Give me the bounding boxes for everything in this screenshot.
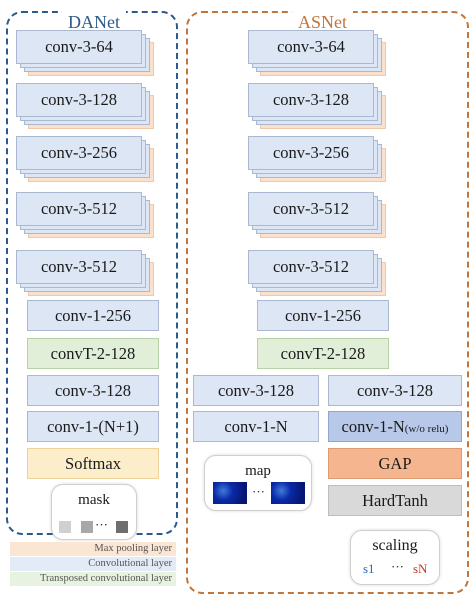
conv-layer-label: conv-3-64 (16, 30, 142, 64)
mask-square-1 (59, 521, 71, 533)
conv-1-n-label: conv-1-N (341, 417, 405, 436)
asnet-right-conv-3-128: conv-3-128 (328, 375, 462, 406)
danet-block-conv-3-64: conv-3-64 (16, 30, 154, 76)
danet-layer-softmax: Softmax (27, 448, 159, 479)
scaling-sN: sN (413, 561, 428, 576)
asnet-group: ASNet (186, 11, 469, 594)
conv-layer-label: conv-3-128 (248, 83, 374, 117)
map-thumbnail-n (271, 482, 305, 504)
asnet-block-conv-3-512-b: conv-3-512 (248, 250, 386, 296)
mask-title: mask (78, 492, 110, 508)
mask-square-2 (81, 521, 93, 533)
scaling-ellipsis: ··· (391, 559, 404, 574)
map-thumbnail-1 (213, 482, 247, 504)
map-title: map (245, 463, 271, 479)
mask-square-n (116, 521, 128, 533)
scaling-title: scaling (372, 537, 418, 554)
mask-ellipsis: ··· (95, 517, 108, 532)
legend-max-pooling: Max pooling layer (10, 542, 176, 556)
danet-layer-conv-3-128: conv-3-128 (27, 375, 159, 406)
asnet-left-conv-3-128: conv-3-128 (193, 375, 319, 406)
scaling-panel: scaling s1 ··· sN (350, 530, 440, 585)
asnet-block-conv-3-256: conv-3-256 (248, 136, 386, 182)
map-ellipsis: ··· (252, 484, 265, 499)
asnet-hardtanh: HardTanh (328, 485, 462, 516)
without-relu-label: (w/o relu) (404, 423, 449, 435)
mask-panel: mask ··· (51, 484, 137, 540)
asnet-left-conv-1-n: conv-1-N (193, 411, 319, 442)
scaling-s1: s1 (363, 561, 375, 576)
danet-block-conv-3-256: conv-3-256 (16, 136, 154, 182)
conv-layer-label: conv-3-512 (248, 250, 374, 284)
asnet-block-conv-3-128: conv-3-128 (248, 83, 386, 129)
conv-layer-label: conv-3-512 (16, 192, 142, 226)
asnet-block-conv-3-64: conv-3-64 (248, 30, 386, 76)
danet-title: DANet (62, 11, 126, 33)
danet-block-conv-3-128: conv-3-128 (16, 83, 154, 129)
asnet-gap: GAP (328, 448, 462, 479)
asnet-title: ASNet (292, 11, 353, 33)
conv-layer-label: conv-3-128 (16, 83, 142, 117)
asnet-layer-conv-1-256: conv-1-256 (257, 300, 389, 331)
conv-layer-label: conv-3-512 (248, 192, 374, 226)
legend-convolutional: Convolutional layer (10, 557, 176, 571)
conv-layer-label: conv-3-256 (16, 136, 142, 170)
danet-layer-conv-1-256: conv-1-256 (27, 300, 159, 331)
danet-block-conv-3-512-b: conv-3-512 (16, 250, 154, 296)
conv-layer-label: conv-3-256 (248, 136, 374, 170)
conv-layer-label: conv-3-64 (248, 30, 374, 64)
danet-layer-conv-1-n-plus-1: conv-1-(N+1) (27, 411, 159, 442)
asnet-block-conv-3-512-a: conv-3-512 (248, 192, 386, 238)
asnet-layer-convT-2-128: convT-2-128 (257, 338, 389, 369)
danet-layer-convT-2-128: convT-2-128 (27, 338, 159, 369)
map-panel: map ··· (204, 455, 312, 511)
danet-block-conv-3-512-a: conv-3-512 (16, 192, 154, 238)
asnet-right-conv-1-n-no-relu: conv-1-N(w/o relu) (328, 411, 462, 442)
legend-transposed: Transposed convolutional layer (10, 572, 176, 586)
conv-layer-label: conv-3-512 (16, 250, 142, 284)
